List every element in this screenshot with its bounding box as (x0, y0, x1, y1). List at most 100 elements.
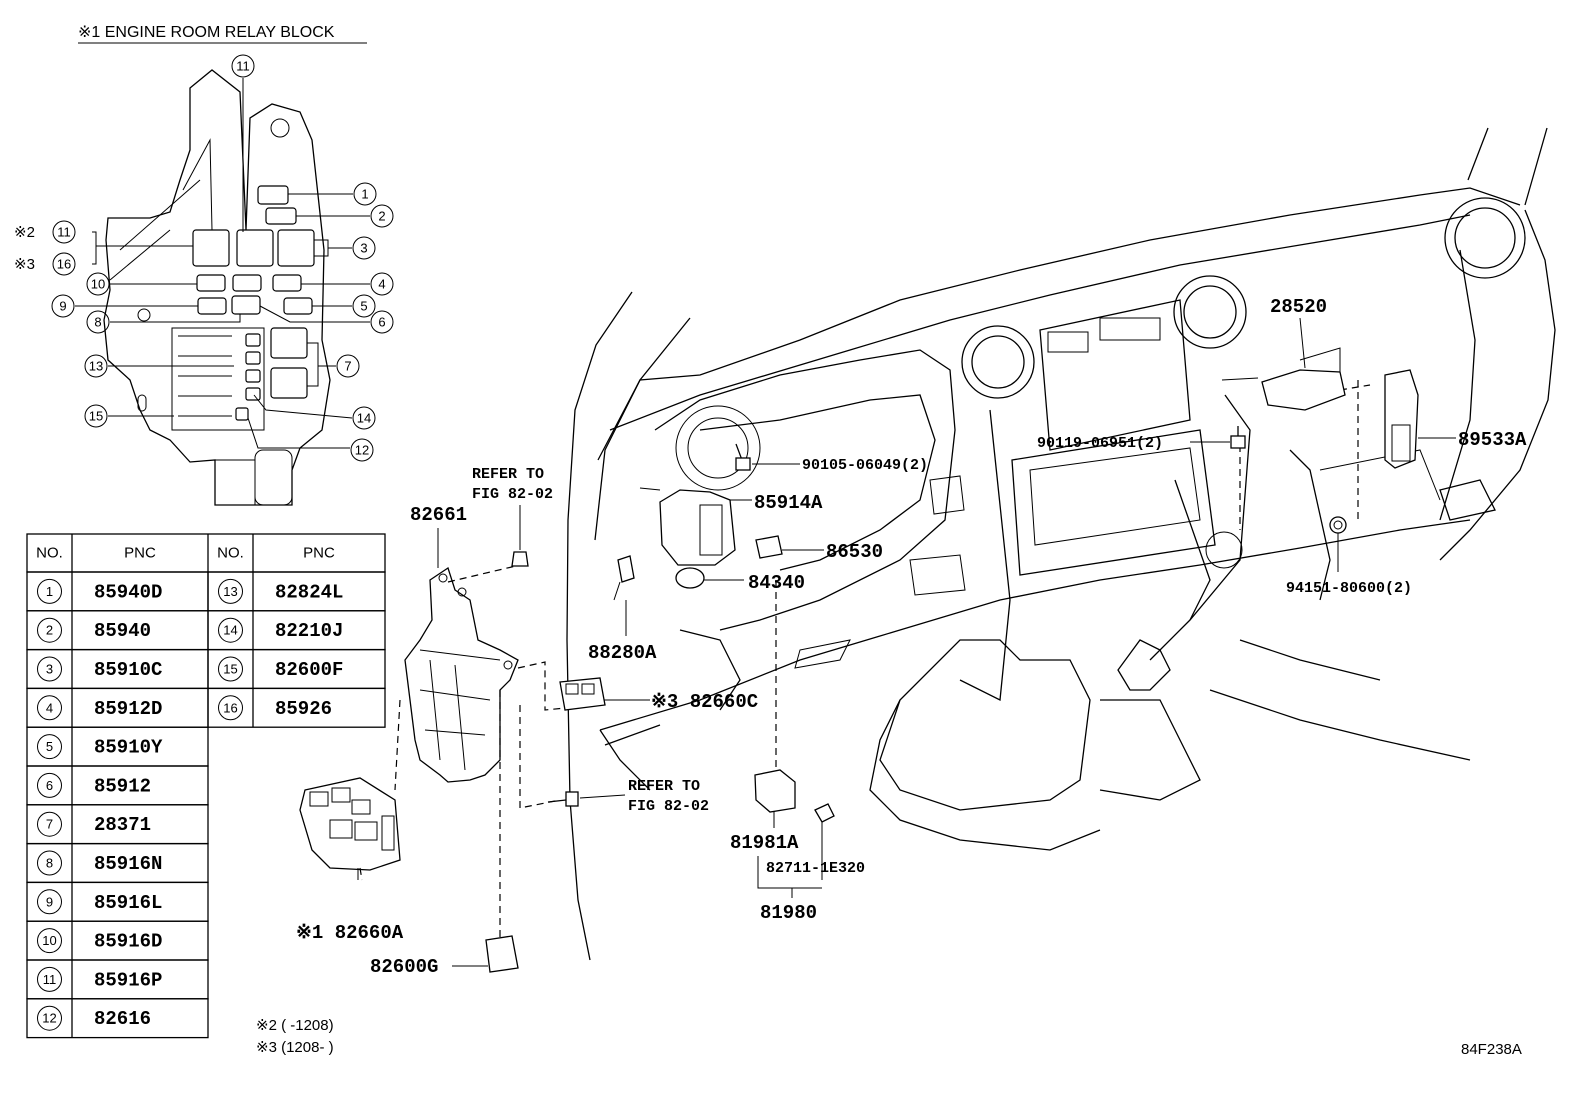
label-89533A: 89533A (1458, 429, 1527, 451)
row-number-circle (218, 578, 243, 604)
table-row (207, 687, 386, 728)
engine-room-relay-block: ※1 ENGINE ROOM RELAY BLOCK (14, 24, 394, 506)
label-28520: 28520 (1270, 296, 1327, 318)
svg-text:13: 13 (89, 359, 103, 374)
row-number-circle (37, 811, 62, 837)
row-number: 15 (223, 662, 237, 677)
row-pnc: 85926 (275, 698, 332, 720)
row-number: 13 (223, 584, 237, 599)
row-number: 11 (43, 972, 57, 987)
part-82660A-relay-block (299, 777, 401, 880)
row-pnc: 82616 (94, 1008, 151, 1030)
row-pnc: 85912D (94, 698, 162, 720)
row-number: 3 (46, 662, 53, 677)
label-84340: 84340 (748, 572, 805, 594)
part-81981A (754, 769, 796, 828)
footnote-2: ※2 ( -1208) (256, 1017, 334, 1034)
row-number: 16 (223, 700, 237, 715)
row-number-circle (37, 966, 62, 992)
part-82711-clip (814, 803, 835, 880)
table-row (26, 998, 209, 1039)
label-85914A: 85914A (754, 492, 823, 514)
row-number-circle (37, 850, 62, 876)
row-number: 14 (223, 623, 237, 638)
relay-callout-5: 5 (352, 294, 376, 318)
relay-callout-4: 4 (370, 272, 394, 296)
svg-text:14: 14 (357, 411, 371, 426)
row-number-circle (218, 695, 243, 721)
row-number: 4 (46, 700, 53, 715)
bolt-90105 (735, 443, 800, 471)
row-pnc: 82210J (275, 620, 343, 642)
relay-callout-13: 13 (84, 354, 108, 378)
relay-callout-7: 7 (336, 354, 360, 378)
row-number: 6 (46, 778, 53, 793)
refer-to-label-2: REFER TO (628, 778, 700, 795)
part-88280A (613, 555, 635, 636)
svg-text:11: 11 (57, 225, 71, 240)
relay-block-title: ※1 ENGINE ROOM RELAY BLOCK (78, 24, 335, 41)
relay-callout-15: 15 (84, 404, 108, 428)
relay-callout-6: 6 (370, 310, 394, 334)
label-81980: 81980 (760, 902, 817, 924)
row-number-circle (37, 889, 62, 915)
fig-ref-label-1: FIG 82-02 (472, 486, 553, 503)
svg-text:5: 5 (360, 299, 367, 314)
label-90105: 90105-06049(2) (802, 457, 928, 474)
table-header-cell: PNC (124, 545, 156, 562)
row-number: 5 (46, 739, 53, 754)
row-pnc: 85910Y (94, 737, 163, 759)
bolt-90119 (1190, 426, 1246, 449)
svg-text:3: 3 (360, 241, 367, 256)
svg-text:7: 7 (344, 359, 351, 374)
row-number-circle (37, 578, 62, 604)
row-pnc: 82600F (275, 659, 343, 681)
svg-text:8: 8 (94, 315, 101, 330)
svg-text:9: 9 (59, 299, 66, 314)
table-header-cell: NO. (36, 545, 63, 562)
relay-callout-10: 10 (86, 272, 110, 296)
row-number: 8 (46, 856, 53, 871)
dashboard-drawing (566, 127, 1556, 961)
label-82600G: 82600G (370, 956, 438, 978)
row-number: 1 (46, 584, 53, 599)
relay-callout-11-top: 11 (231, 54, 255, 78)
label-82660C: ※3 82660C (651, 691, 758, 713)
table-header-cell: NO. (217, 545, 244, 562)
label-88280A: 88280A (588, 642, 657, 664)
dashed-connectors (359, 380, 1371, 940)
row-pnc: 85916N (94, 853, 162, 875)
row-pnc: 85912 (94, 775, 151, 797)
label-82711: 82711-1E320 (766, 860, 865, 877)
svg-text:※3: ※3 (14, 256, 35, 273)
row-number: 9 (46, 894, 53, 909)
relay-callout-1: 1 (353, 182, 377, 206)
label-82660A: ※1 82660A (296, 922, 404, 944)
part-84340 (675, 567, 744, 589)
label-82661: 82661 (410, 504, 467, 526)
relay-callout-11-left: ※2 11 (14, 220, 76, 244)
svg-text:11: 11 (236, 59, 250, 74)
svg-text:6: 6 (378, 315, 385, 330)
part-82660C-relay (559, 677, 650, 711)
row-number-circle (37, 928, 62, 954)
row-number-circle (218, 617, 243, 643)
label-90119: 90119-06951(2) (1037, 435, 1163, 452)
clip-icon-upper (511, 551, 529, 567)
diagram-id: 84F238A (1461, 1041, 1522, 1058)
row-pnc: 85940D (94, 581, 162, 603)
svg-text:※2: ※2 (14, 224, 35, 241)
row-pnc: 28371 (94, 814, 151, 836)
relay-callout-8: 8 (86, 310, 110, 334)
svg-text:2: 2 (378, 209, 385, 224)
svg-text:12: 12 (355, 443, 369, 458)
row-number-circle (37, 1005, 62, 1031)
row-number-circle (37, 617, 62, 643)
label-86530: 86530 (826, 541, 883, 563)
row-number-circle (37, 695, 62, 721)
row-number-circle (37, 734, 62, 760)
refer-to-label-1: REFER TO (472, 466, 544, 483)
part-85914A (639, 487, 752, 566)
